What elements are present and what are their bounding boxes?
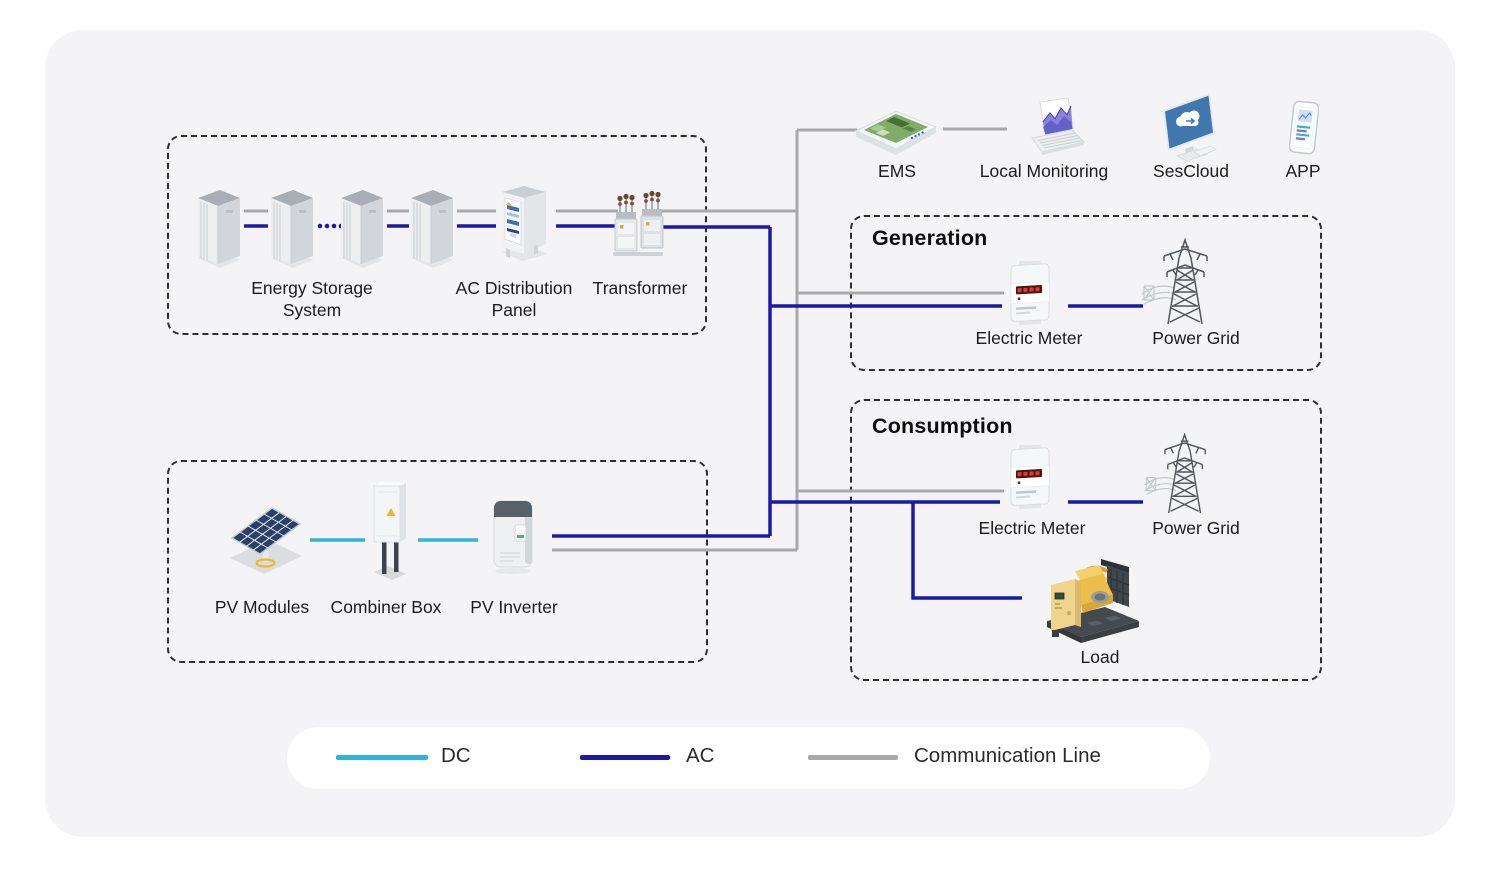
generation-meter-label: Electric Meter	[975, 328, 1083, 348]
consumption-title: Consumption	[872, 414, 1013, 438]
acdp-label: AC Distribution Panel	[455, 278, 573, 320]
electric-meter-icon	[1004, 260, 1056, 330]
combiner-box-label: Combiner Box	[330, 597, 442, 617]
legend-dc-label: DC	[441, 744, 471, 767]
storage-cabinet-icon	[337, 184, 387, 273]
storage-cabinet-icon	[407, 184, 457, 273]
transformer-label: Transformer	[592, 278, 688, 298]
load-label: Load	[1080, 647, 1120, 667]
dc-line-swatch-icon	[336, 755, 428, 760]
generation-grid-label: Power Grid	[1152, 328, 1240, 348]
legend-communication-label: Communication Line	[914, 744, 1101, 767]
diagram-panel	[45, 30, 1455, 837]
ac-distribution-panel-icon	[494, 182, 556, 269]
ess-label: Energy Storage System	[251, 278, 373, 320]
combiner-box-icon	[366, 480, 410, 593]
consumption-meter-label: Electric Meter	[978, 518, 1086, 538]
electric-meter-icon	[1004, 444, 1056, 514]
local-monitoring-laptop-icon	[1026, 96, 1086, 167]
legend	[287, 727, 1210, 789]
power-grid-tower-icon	[1140, 429, 1218, 520]
local-monitoring-label: Local Monitoring	[979, 161, 1109, 181]
energy-storage-group-box	[167, 135, 707, 335]
ac-line-swatch-icon	[580, 755, 670, 760]
generation-title: Generation	[872, 226, 988, 250]
transformer-icon	[610, 186, 666, 267]
pv-group-box	[167, 460, 708, 663]
communication-line-swatch-icon	[808, 755, 898, 760]
sescloud-monitor-icon	[1163, 93, 1217, 168]
storage-cabinet-icon	[194, 184, 244, 273]
pv-modules-label: PV Modules	[214, 597, 310, 617]
power-grid-tower-icon	[1140, 234, 1218, 331]
ems-label: EMS	[878, 161, 916, 181]
pv-modules-icon	[226, 496, 306, 595]
consumption-group-box	[850, 399, 1322, 681]
consumption-grid-label: Power Grid	[1152, 518, 1240, 538]
sescloud-label: SesCloud	[1153, 161, 1229, 181]
ems-device-icon	[852, 95, 940, 160]
pv-inverter-label: PV Inverter	[470, 597, 558, 617]
pv-inverter-icon	[490, 495, 536, 580]
legend-ac-label: AC	[686, 744, 715, 767]
storage-cabinet-icon	[267, 184, 317, 273]
app-label: APP	[1285, 161, 1321, 181]
app-phone-icon	[1288, 100, 1320, 161]
load-generator-icon	[1041, 547, 1145, 654]
